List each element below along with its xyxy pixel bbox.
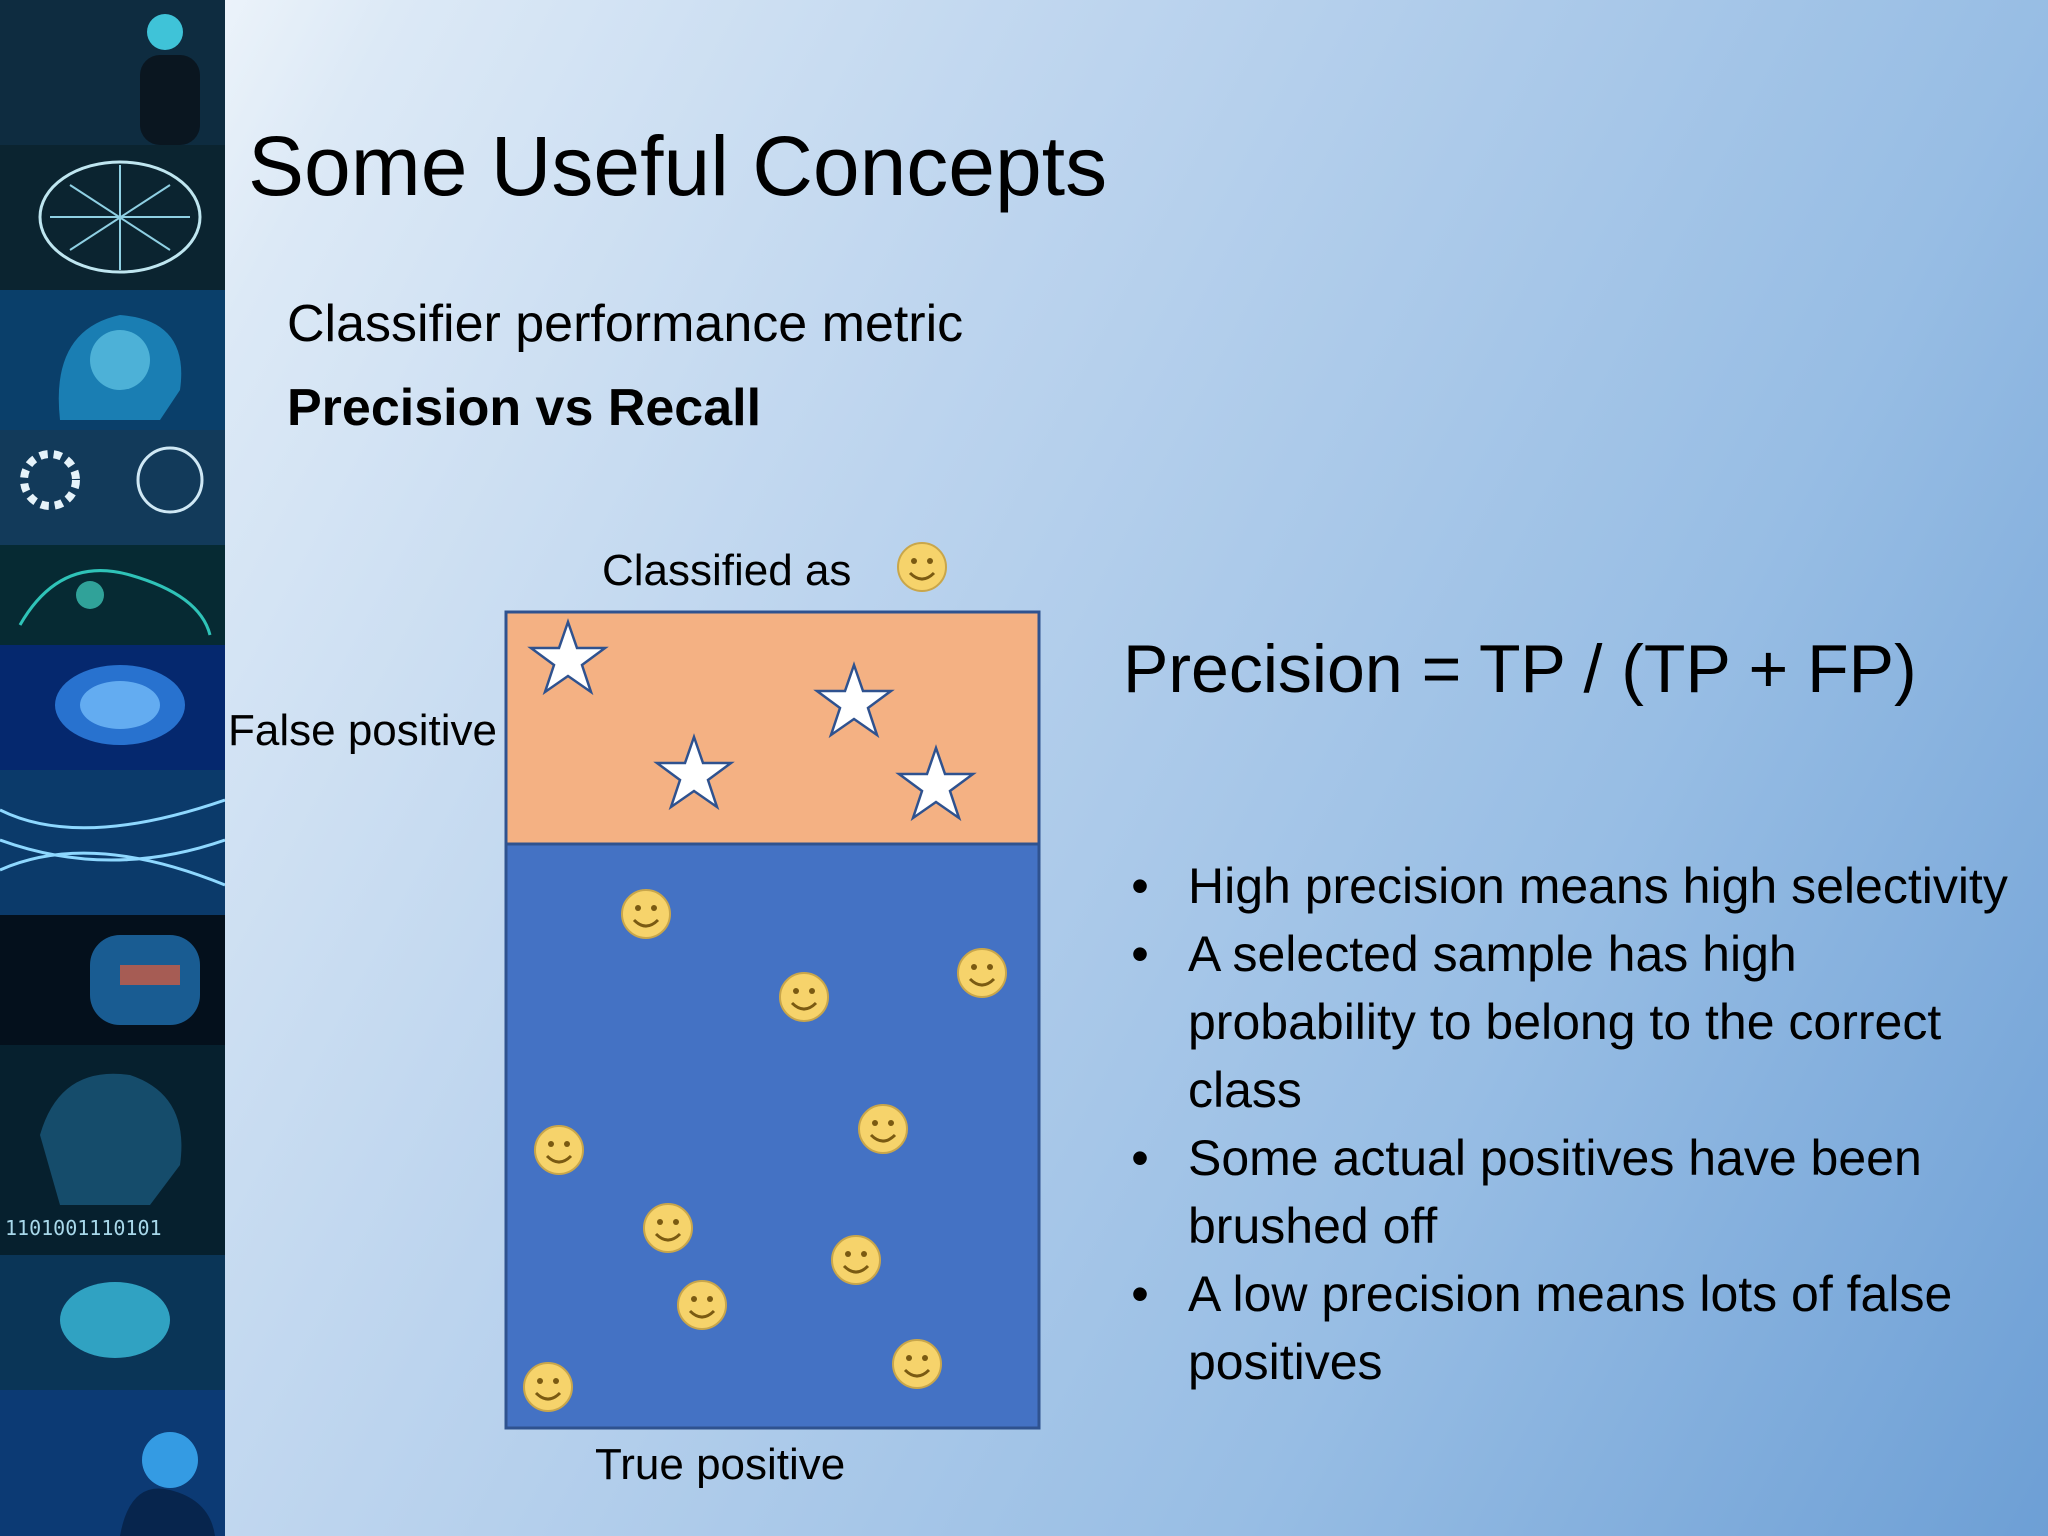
bullet-item: • A selected sample has high probability … bbox=[1120, 920, 2020, 1124]
true-positive-region bbox=[504, 842, 1041, 1430]
circuit-brain-image bbox=[0, 145, 225, 290]
network-lines-image bbox=[0, 770, 225, 915]
image-strip: 1101001110101 bbox=[0, 0, 225, 1536]
bullet-item: • High precision means high selectivity bbox=[1120, 852, 2020, 920]
precision-formula: Precision = TP / (TP + FP) bbox=[1123, 631, 1917, 707]
bullet-item: • A low precision means lots of false pos… bbox=[1120, 1260, 2020, 1396]
glowing-brain-image bbox=[0, 645, 225, 770]
true-positive-smiley-icon bbox=[956, 947, 1008, 999]
profile-network-image bbox=[0, 545, 225, 645]
tech-face-image bbox=[0, 915, 225, 1045]
true-positive-smiley-icon bbox=[891, 1338, 943, 1390]
false-positive-label: False positive bbox=[228, 706, 498, 755]
true-positive-smiley-icon bbox=[642, 1202, 694, 1254]
slide-title: Some Useful Concepts bbox=[248, 119, 1108, 213]
digital-head-image bbox=[0, 290, 225, 430]
bullet-dot-icon: • bbox=[1131, 858, 1149, 914]
head-silhouette-image bbox=[0, 0, 225, 145]
gear-brain-image bbox=[0, 430, 225, 545]
bullet-dot-icon: • bbox=[1131, 1266, 1149, 1322]
true-positive-label: True positive bbox=[595, 1440, 846, 1489]
true-positive-smiley-icon bbox=[620, 888, 672, 940]
bullet-text: High precision means high selectivity bbox=[1188, 858, 2008, 914]
binary-head-image: 1101001110101 bbox=[0, 1045, 225, 1255]
true-positive-smiley-icon bbox=[522, 1361, 574, 1413]
true-positive-smiley-icon bbox=[533, 1124, 585, 1176]
slide-subtitle-bold: Precision vs Recall bbox=[287, 379, 762, 437]
cyber-head-image bbox=[0, 1390, 225, 1536]
bullet-dot-icon: • bbox=[1131, 926, 1149, 982]
bullet-item: • Some actual positives have been brushed… bbox=[1120, 1124, 2020, 1260]
bullet-text: A low precision means lots of false posi… bbox=[1188, 1266, 1953, 1390]
bullet-dot-icon: • bbox=[1131, 1130, 1149, 1186]
bullet-text: A selected sample has high probability t… bbox=[1188, 926, 1942, 1118]
bullet-text: Some actual positives have been brushed … bbox=[1188, 1130, 1922, 1254]
slide-subtitle: Classifier performance metric bbox=[287, 295, 964, 353]
true-positive-smiley-icon bbox=[857, 1103, 909, 1155]
true-positive-smiley-icon bbox=[830, 1234, 882, 1286]
classified-as-label: Classified as bbox=[602, 546, 852, 595]
bullet-list: • High precision means high selectivity •… bbox=[1120, 852, 2020, 1396]
true-positive-smiley-icon bbox=[676, 1279, 728, 1331]
true-positive-smiley-icon bbox=[778, 971, 830, 1023]
digital-brain-image bbox=[0, 1255, 225, 1390]
svg-text:1101001110101: 1101001110101 bbox=[5, 1216, 162, 1240]
classified-smiley-icon bbox=[896, 541, 948, 593]
